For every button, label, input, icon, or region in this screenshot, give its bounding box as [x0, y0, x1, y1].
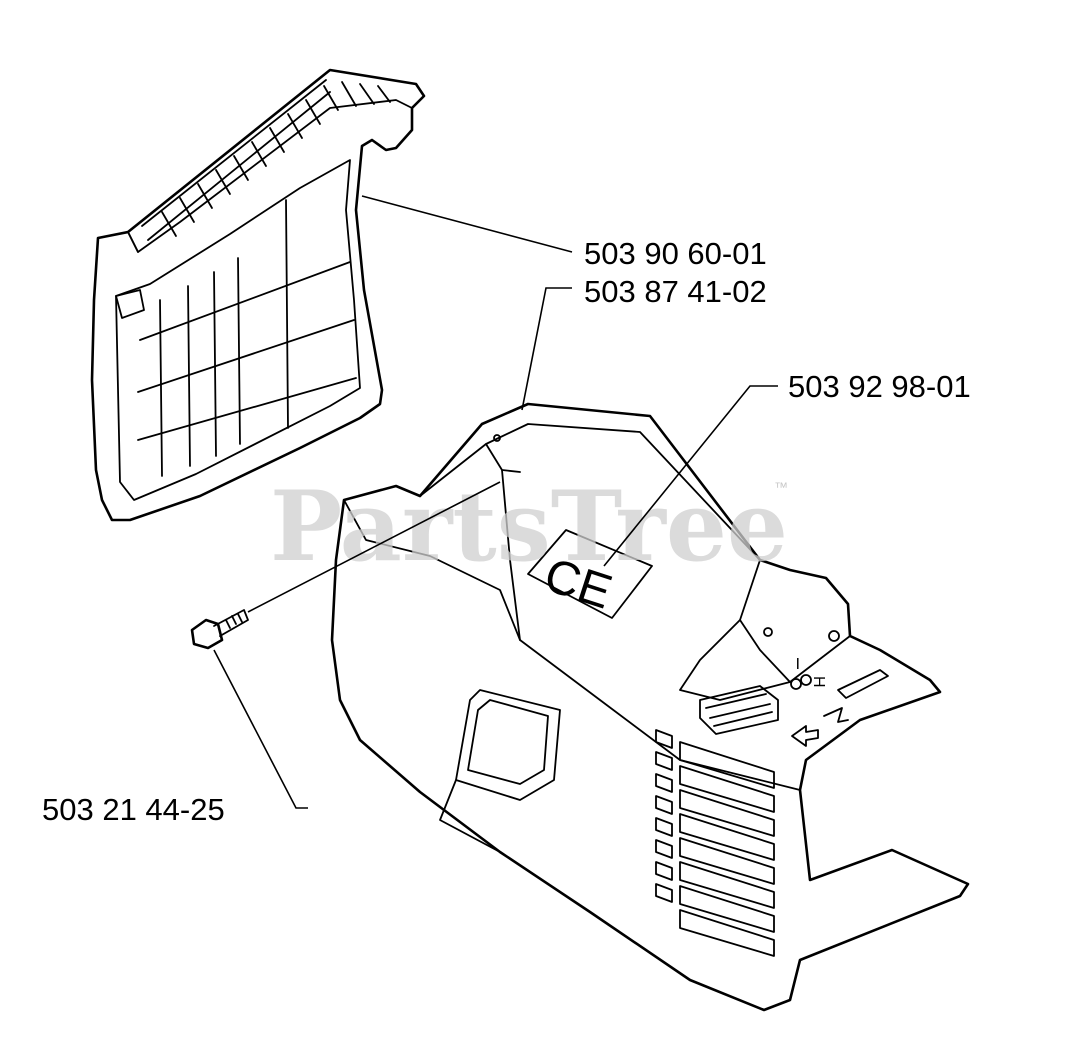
watermark: PartsTree — [270, 470, 788, 583]
filter-cover-ribs — [141, 79, 391, 241]
leader-screw-axis — [247, 481, 501, 613]
leader-cylinder-cover — [521, 287, 572, 411]
watermark-trademark: ™ — [774, 479, 788, 495]
vent-slots — [655, 729, 775, 957]
control-symbols: I H — [790, 654, 849, 747]
screw-drawing — [190, 609, 249, 650]
filter-cover-drawing — [90, 68, 426, 522]
leader-filter-cover — [361, 195, 573, 253]
part-number-filter-cover: 503 90 60-01 — [584, 236, 767, 271]
stop-symbol: H — [810, 676, 827, 688]
leader-lines — [213, 195, 778, 809]
choke-symbol: I — [796, 654, 800, 671]
leader-ce-decal — [603, 385, 778, 567]
part-number-cylinder-cover: 503 87 41-02 — [584, 274, 767, 309]
filter-cover-grid — [137, 199, 357, 477]
part-number-screw: 503 21 44-25 — [42, 792, 225, 827]
leader-screw — [213, 649, 308, 809]
part-number-ce-decal: 503 92 98-01 — [788, 369, 971, 404]
